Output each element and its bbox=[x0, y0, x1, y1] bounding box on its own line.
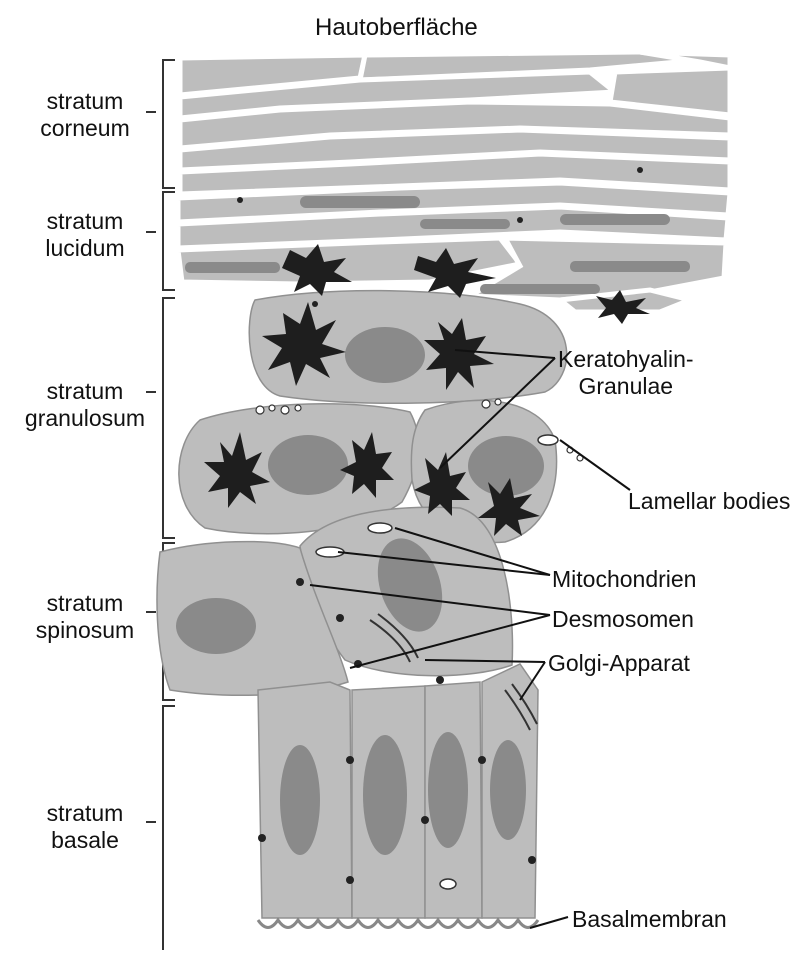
leader-lamellar bbox=[560, 440, 630, 490]
label-line2: Granulae bbox=[558, 373, 694, 400]
label-line2: spinosum bbox=[10, 617, 160, 644]
bracket-lucidum bbox=[163, 192, 175, 290]
basal-nucleus bbox=[490, 740, 526, 840]
label-line1: stratum bbox=[10, 590, 160, 617]
label-line1: stratum bbox=[10, 88, 160, 115]
label-stratum-lucidum: stratum lucidum bbox=[10, 208, 160, 262]
label-line2: basale bbox=[10, 827, 160, 854]
label-golgi-apparat: Golgi-Apparat bbox=[548, 650, 690, 677]
label-stratum-basale: stratum basale bbox=[10, 800, 160, 854]
lucidum-cells bbox=[178, 183, 730, 312]
bracket-corneum bbox=[163, 60, 175, 188]
label-desmosomen: Desmosomen bbox=[552, 606, 694, 633]
granulosum-nucleus bbox=[268, 435, 348, 495]
spinosum-nucleus bbox=[176, 598, 256, 654]
basal-nucleus bbox=[363, 735, 407, 855]
lucidum-nucleus bbox=[420, 219, 510, 229]
label-stratum-spinosum: stratum spinosum bbox=[10, 590, 160, 644]
mitochondrion bbox=[368, 523, 392, 533]
label-line1: stratum bbox=[10, 208, 160, 235]
lucidum-nucleus bbox=[480, 284, 600, 294]
label-mitochondrien: Mitochondrien bbox=[552, 566, 696, 593]
label-lamellar-bodies: Lamellar bodies bbox=[628, 488, 790, 515]
mitochondrion bbox=[538, 435, 558, 445]
lucidum-nucleus bbox=[185, 262, 280, 273]
granulosum-nucleus bbox=[345, 327, 425, 383]
label-line1: Keratohyalin- bbox=[558, 346, 694, 373]
title-hautoberflaeche: Hautoberfläche bbox=[315, 14, 478, 41]
lucidum-nucleus bbox=[560, 214, 670, 225]
label-line2: lucidum bbox=[10, 235, 160, 262]
lucidum-nucleus bbox=[300, 196, 420, 208]
basement-membrane bbox=[258, 920, 538, 928]
bracket-basale bbox=[163, 706, 175, 950]
label-line2: corneum bbox=[10, 115, 160, 142]
label-stratum-granulosum: stratum granulosum bbox=[10, 378, 160, 432]
label-line1: stratum bbox=[10, 378, 160, 405]
mitochondrion bbox=[440, 879, 456, 889]
bracket-granulosum bbox=[163, 298, 175, 538]
label-line1: stratum bbox=[10, 800, 160, 827]
lucidum-nucleus bbox=[570, 261, 690, 272]
corneum-cells bbox=[180, 52, 730, 194]
basal-nucleus bbox=[428, 732, 468, 848]
label-basalmembran: Basalmembran bbox=[572, 906, 727, 933]
label-stratum-corneum: stratum corneum bbox=[10, 88, 160, 142]
basal-nucleus bbox=[280, 745, 320, 855]
label-keratohyalin: Keratohyalin- Granulae bbox=[558, 346, 694, 400]
label-line2: granulosum bbox=[10, 405, 160, 432]
